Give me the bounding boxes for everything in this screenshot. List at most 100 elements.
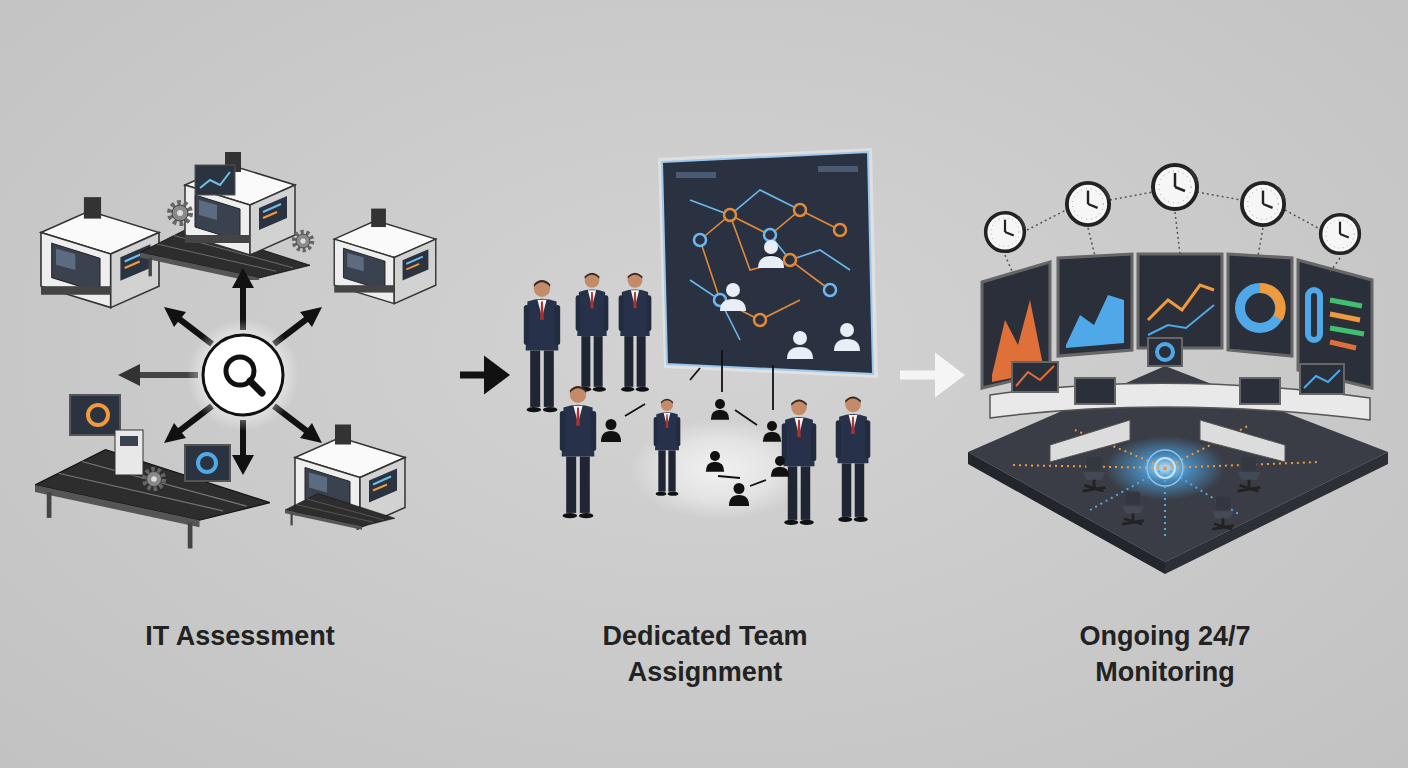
network-screen	[694, 234, 706, 246]
monitoring-room	[1148, 285, 1214, 320]
monitoring-room	[1153, 165, 1197, 209]
assessment-magnifier	[118, 364, 140, 386]
arrow-head	[935, 353, 965, 398]
factory-machines	[145, 470, 164, 489]
factory-machines	[35, 450, 270, 549]
monitoring-room	[1088, 228, 1095, 256]
monitoring-room	[1242, 183, 1284, 225]
monitoring-room	[1330, 258, 1340, 272]
team-icons	[772, 365, 774, 410]
assessment-magnifier	[232, 268, 254, 288]
network-screen	[818, 166, 858, 172]
monitoring-room	[1304, 370, 1340, 388]
network-screen	[824, 284, 836, 296]
team-members	[619, 273, 652, 392]
monitoring-room	[1155, 458, 1175, 478]
stage-node: Ongoing 24/7 Monitoring	[965, 130, 1365, 720]
factory-machines	[185, 152, 295, 255]
stage-node: Dedicated Team Assignment	[510, 130, 900, 720]
monitoring-room	[986, 213, 1025, 252]
team-icons	[763, 421, 781, 442]
monitoring-room	[1330, 328, 1364, 334]
monitoring-room	[1012, 362, 1058, 392]
assessment-magnifier	[300, 307, 322, 327]
monitoring-room	[1240, 378, 1280, 404]
magnifier-icon	[203, 335, 283, 415]
monitoring-room	[1050, 420, 1130, 462]
network-screen	[754, 314, 766, 326]
monitoring-room	[1330, 342, 1356, 348]
monitoring-room	[1228, 254, 1292, 356]
network-screen	[726, 283, 740, 297]
magnifier-icon	[187, 319, 299, 431]
stage-node: IT Assessment	[20, 130, 460, 720]
assessment-magnifier	[164, 307, 186, 327]
network-screen	[793, 331, 807, 345]
monitoring-room	[1200, 420, 1285, 462]
monitoring-room	[1240, 288, 1280, 328]
monitoring-room	[1157, 344, 1173, 360]
monitoring-room	[1138, 254, 1222, 348]
team-members	[782, 399, 817, 525]
monitoring-room	[1067, 183, 1109, 225]
assessment-magnifier	[300, 423, 322, 443]
monitoring-room	[1148, 305, 1214, 335]
arrow-head	[484, 356, 510, 395]
monitoring-room	[1308, 290, 1320, 340]
stage-caption: IT Assessment	[145, 618, 335, 654]
team-members	[524, 273, 870, 525]
monitoring-room	[1083, 457, 1106, 491]
monitoring-room	[1110, 192, 1153, 200]
network-screen	[658, 148, 878, 378]
monitoring-room	[1330, 314, 1360, 320]
network-screen	[676, 172, 716, 178]
team-members	[654, 399, 681, 496]
team-icons	[750, 480, 766, 486]
team-icons	[601, 419, 621, 442]
monitoring-room	[1330, 300, 1362, 306]
stage-caption: Dedicated Team Assignment	[580, 618, 830, 690]
monitoring-room	[1058, 254, 1132, 356]
team-icons	[735, 410, 757, 425]
network-screen	[690, 190, 850, 340]
network-screen	[690, 190, 800, 215]
assessment-magnifier	[118, 268, 322, 475]
arrow-shaft	[900, 371, 937, 380]
factory-machines	[88, 405, 108, 425]
team-icons	[706, 451, 724, 472]
network-screen	[784, 254, 796, 266]
network-screen	[787, 347, 813, 359]
factory-machines	[35, 152, 436, 548]
factory-machines	[115, 430, 143, 475]
monitoring-room	[1005, 255, 1015, 278]
monitoring-room	[1148, 338, 1182, 366]
network-screen	[764, 240, 778, 254]
magnifier-icon	[187, 319, 299, 431]
network-screen	[758, 256, 784, 268]
team-members	[524, 280, 560, 412]
team-icons	[625, 404, 645, 416]
flow-arrow	[460, 356, 510, 395]
monitoring-room	[1027, 210, 1066, 230]
factory-machines	[294, 232, 311, 249]
factory-machines	[120, 436, 138, 446]
monitoring-room	[1075, 378, 1115, 404]
monitoring-room	[1066, 295, 1124, 348]
factory-machines	[185, 445, 230, 481]
monitoring-room	[1238, 457, 1261, 491]
monitoring-room	[1175, 212, 1180, 254]
network-screen	[834, 339, 860, 351]
factory-machines	[170, 203, 190, 223]
factory-machines	[285, 494, 395, 540]
network-screen	[840, 323, 854, 337]
team-icons	[721, 350, 723, 392]
flow-arrow	[900, 353, 965, 398]
monitoring-room	[1285, 210, 1318, 228]
monitoring-room	[1122, 492, 1144, 524]
network-screen	[662, 152, 873, 374]
network-screen	[694, 204, 846, 326]
factory-machines	[70, 395, 120, 435]
factory-machines	[334, 209, 436, 304]
network-screen	[720, 299, 746, 311]
